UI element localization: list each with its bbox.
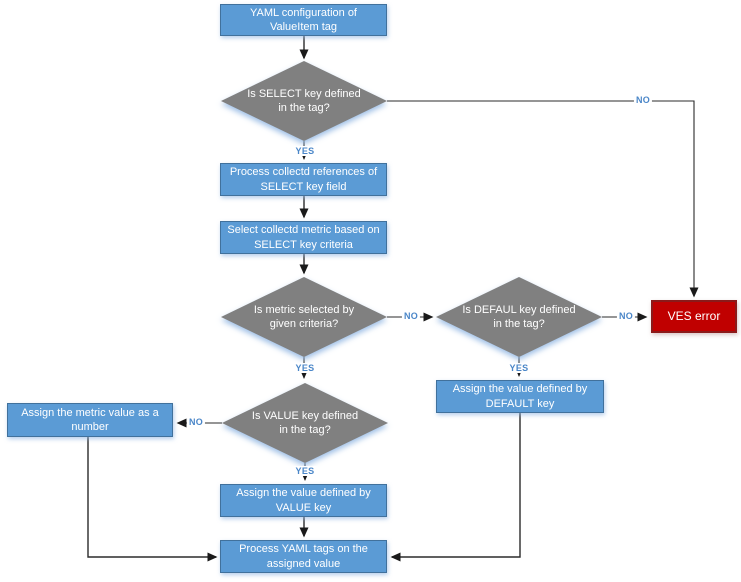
node-default-decision: Is DEFAUL key defined in the tag? — [436, 277, 602, 357]
connector-assign-metric-to-process-tags — [87, 437, 218, 562]
metric-decision-shape: Is metric selected by given criteria? — [221, 277, 387, 357]
branch-label-default-yes: YES — [507, 363, 531, 373]
default-decision-text: Is DEFAUL key defined in the tag? — [462, 303, 576, 330]
node-value-decision: Is VALUE key defined in the tag? — [222, 383, 388, 463]
connector-assign-default-to-process-tags — [390, 413, 521, 562]
node-assign-default: Assign the value defined by DEFAULT key — [436, 380, 604, 413]
branch-label-value-yes: YES — [293, 466, 317, 476]
connector-select-decision-no-to-ves-error — [387, 100, 699, 298]
branch-label-metric-yes: YES — [293, 363, 317, 373]
node-ves-error: VES error — [651, 300, 737, 333]
node-process-tags: Process YAML tags on the assigned value — [220, 540, 387, 573]
metric-decision-text: Is metric selected by given criteria? — [253, 303, 355, 330]
node-metric-decision: Is metric selected by given criteria? — [221, 277, 387, 357]
node-select-decision: Is SELECT key defined in the tag? — [221, 61, 387, 141]
default-decision-shape: Is DEFAUL key defined in the tag? — [436, 277, 602, 357]
node-assign-metric: Assign the metric value as a number — [7, 403, 173, 437]
node-start: YAML configuration of ValueItem tag — [220, 4, 387, 36]
value-decision-text: Is VALUE key defined in the tag? — [251, 409, 359, 436]
branch-label-default-no: NO — [616, 311, 636, 321]
select-decision-shape: Is SELECT key defined in the tag? — [221, 61, 387, 141]
value-decision-shape: Is VALUE key defined in the tag? — [222, 383, 388, 463]
branch-label-select-no: NO — [633, 95, 653, 105]
branch-label-select-yes: YES — [293, 146, 317, 156]
node-select-metric: Select collectd metric based on SELECT k… — [220, 221, 387, 254]
branch-label-metric-no: NO — [401, 311, 421, 321]
node-process-references: Process collectd references of SELECT ke… — [220, 163, 387, 196]
branch-label-value-no: NO — [186, 417, 206, 427]
node-assign-value: Assign the value defined by VALUE key — [220, 484, 387, 517]
select-decision-text: Is SELECT key defined in the tag? — [247, 87, 361, 114]
